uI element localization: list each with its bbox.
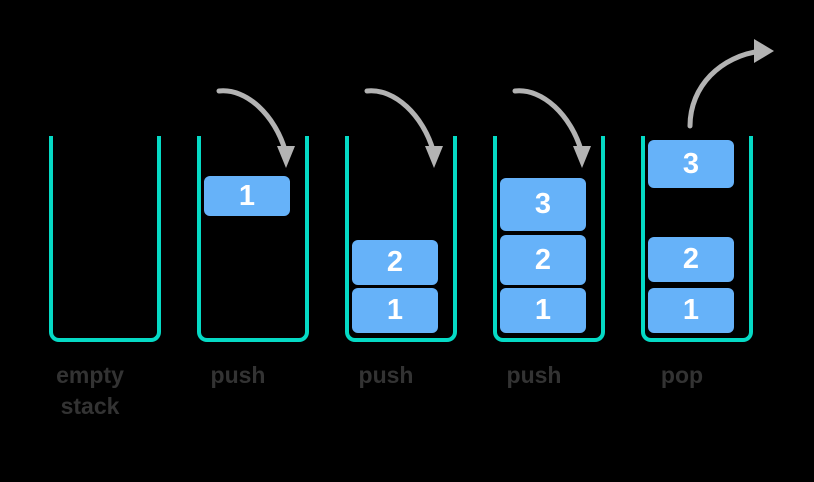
stack-item-box: 1	[648, 288, 734, 333]
arrow-curve	[216, 88, 288, 153]
arrow-curve	[364, 88, 436, 153]
arrow-push-push-3	[512, 88, 591, 168]
arrow-pop-pop	[687, 39, 774, 129]
arrow-push-push-1	[216, 88, 295, 168]
stack-caption-pop: pop	[660, 362, 704, 388]
stack-container	[345, 136, 457, 342]
arrow-head-icon	[754, 39, 774, 63]
stack-caption-push-3: push	[506, 362, 562, 388]
arrow-curve	[512, 88, 584, 153]
arrow-push-push-2	[364, 88, 443, 168]
stack-container	[493, 136, 605, 342]
stack-caption-push-2: push	[358, 362, 414, 388]
stack-item-box: 3	[500, 178, 586, 231]
stack-item-box: 3	[648, 140, 734, 188]
stack-caption-empty-stack: empty stack	[56, 362, 124, 419]
stack-container	[49, 136, 161, 342]
stack-item-box: 1	[352, 288, 438, 333]
stack-item-box: 1	[500, 288, 586, 333]
stack-column-pop: 3 2 1 pop	[602, 0, 762, 482]
stack-container	[197, 136, 309, 342]
stack-item-box: 1	[204, 176, 290, 216]
arrow-head-icon	[425, 146, 443, 168]
stack-container	[641, 136, 753, 342]
stack-column-empty-stack: empty stack	[10, 0, 170, 482]
stack-column-push-1: 1 push	[158, 0, 318, 482]
stack-caption-push-1: push	[210, 362, 266, 388]
stack-item-box: 2	[500, 235, 586, 285]
stack-item-box: 2	[648, 237, 734, 282]
arrow-head-icon	[573, 146, 591, 168]
stack-item-box: 2	[352, 240, 438, 285]
arrow-curve	[687, 48, 764, 129]
arrow-head-icon	[277, 146, 295, 168]
